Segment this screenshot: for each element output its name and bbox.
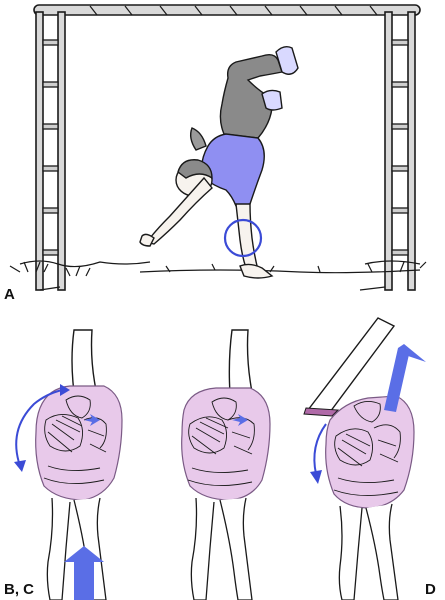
hair (177, 159, 213, 180)
panel-d (303, 317, 426, 600)
panel-label-d: D (425, 581, 436, 598)
humerus (71, 329, 97, 393)
forearm-bones (190, 497, 253, 600)
force-arrow-icon (64, 546, 104, 600)
panel-c (181, 329, 271, 600)
rotation-arrow-head (310, 470, 322, 484)
rotation-arrow-tail-head (14, 460, 26, 472)
right-arm (235, 203, 259, 271)
shoe-left (275, 45, 299, 75)
panel-a (9, 4, 427, 291)
joint-detail (333, 401, 401, 497)
monkey-bar-rungs (89, 5, 378, 16)
child-handstand-icon (139, 45, 299, 279)
panel-b (14, 329, 123, 600)
fracture-fragment (303, 407, 340, 417)
elbow-circle-icon (223, 218, 263, 258)
ground (9, 260, 427, 291)
rotation-arrow-head (60, 384, 70, 396)
force-arrow-icon (84, 414, 100, 426)
panel-label-bc: B, C (4, 581, 34, 598)
hand-left (139, 233, 155, 247)
ponytail (189, 127, 207, 151)
rotation-arrow-icon (15, 389, 63, 467)
force-arrow-icon (232, 414, 248, 426)
ladder-rungs (42, 39, 409, 256)
panel-label-a: A (4, 286, 15, 303)
shoe-right (261, 89, 283, 111)
rotation-arrow-icon (313, 423, 327, 475)
joint-detail (43, 395, 107, 484)
forearm-bones (338, 503, 399, 600)
humerus (228, 329, 253, 395)
soft-tissue (181, 387, 271, 501)
force-arrow-icon (384, 344, 426, 412)
trousers (219, 53, 283, 139)
joint-detail (187, 397, 255, 487)
soft-tissue (35, 385, 123, 501)
hand-right (239, 263, 274, 279)
